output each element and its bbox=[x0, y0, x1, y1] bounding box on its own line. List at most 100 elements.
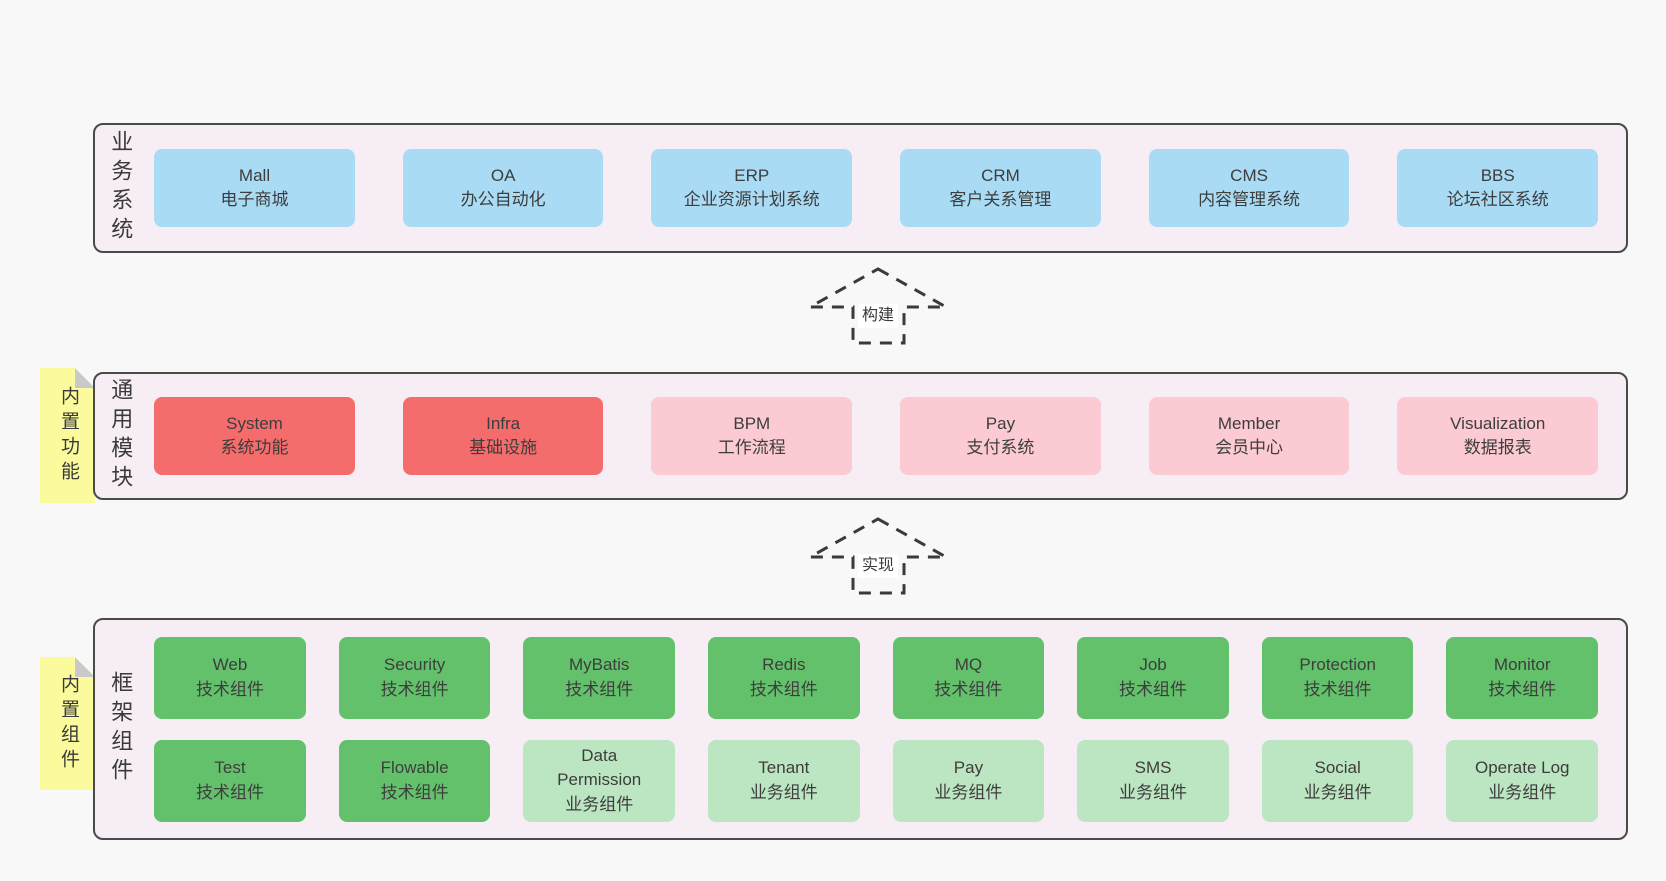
band-content: Mall 电子商城 OA 办公自动化 ERP 企业资源计划系统 CRM 客户关系… bbox=[142, 125, 1626, 251]
component-box-tenant: Tenant 业务组件 bbox=[708, 739, 860, 822]
system-box-oa: OA 办公自动化 bbox=[402, 149, 604, 227]
component-box-mq: MQ 技术组件 bbox=[892, 636, 1045, 719]
box-subtitle: 技术组件 bbox=[934, 679, 1003, 699]
module-box-member: Member 会员中心 bbox=[1148, 397, 1350, 475]
box-title: Member bbox=[1217, 413, 1281, 433]
component-box-protection: Protection 技术组件 bbox=[1261, 636, 1414, 719]
box-subtitle: 企业资源计划系统 bbox=[683, 190, 820, 209]
box-title: MQ bbox=[954, 655, 983, 675]
box-subtitle: 技术组件 bbox=[195, 679, 264, 699]
box-title: Protection bbox=[1299, 655, 1376, 675]
band-label-business-systems: 业务系统 bbox=[108, 130, 134, 246]
box-title: Security bbox=[383, 655, 446, 675]
sticky-label: 内置组件 bbox=[57, 673, 79, 774]
component-box-operate-log: Operate Log 业务组件 bbox=[1446, 739, 1599, 822]
box-subtitle: 技术组件 bbox=[1488, 679, 1557, 699]
box-subtitle: 内容管理系统 bbox=[1198, 190, 1301, 209]
folded-corner bbox=[75, 368, 95, 388]
box-title: System bbox=[226, 413, 283, 433]
box-subtitle: 技术组件 bbox=[749, 679, 818, 699]
component-box-monitor: Monitor 技术组件 bbox=[1446, 636, 1599, 719]
box-subtitle: 工作流程 bbox=[717, 438, 786, 457]
component-box-redis: Redis 技术组件 bbox=[708, 636, 860, 719]
component-box-test: Test 技术组件 bbox=[154, 739, 306, 822]
box-title: MyBatis bbox=[568, 655, 630, 675]
up-arrow-icon bbox=[807, 267, 949, 345]
component-box-web: Web 技术组件 bbox=[154, 636, 306, 719]
box-subtitle: 业务组件 bbox=[934, 782, 1003, 802]
band-content: Web 技术组件 Security 技术组件 MyBatis 技术组件 Redi… bbox=[142, 620, 1626, 838]
box-title: CMS bbox=[1230, 165, 1268, 185]
box-subtitle: 业务组件 bbox=[565, 794, 634, 814]
box-subtitle: 技术组件 bbox=[195, 782, 264, 802]
box-subtitle: 支付系统 bbox=[966, 438, 1035, 457]
box-title: OA bbox=[490, 165, 516, 185]
box-title: BPM bbox=[733, 413, 771, 433]
box-subtitle: 技术组件 bbox=[380, 782, 449, 802]
system-box-bbs: BBS 论坛社区系统 bbox=[1397, 149, 1599, 227]
box-title: BBS bbox=[1480, 165, 1515, 185]
component-box-social: Social 业务组件 bbox=[1261, 739, 1414, 822]
arrow-label-build: 构建 bbox=[857, 304, 899, 329]
component-box-pay: Pay 业务组件 bbox=[892, 739, 1045, 822]
box-title: Test bbox=[214, 758, 246, 778]
box-title: CRM bbox=[981, 165, 1020, 185]
dashed-up-arrow-implement: 实现 bbox=[807, 516, 949, 596]
band-common-modules: 通用模块 System 系统功能 Infra 基础设施 BPM 工作流程 Pay… bbox=[93, 372, 1628, 500]
sticky-note-builtin-functions: 内置功能 bbox=[40, 368, 95, 503]
box-subtitle: 会员中心 bbox=[1215, 438, 1284, 457]
dashed-up-arrow-build: 构建 bbox=[807, 266, 949, 346]
box-title: Pay bbox=[985, 413, 1016, 433]
component-row-2: Test 技术组件 Flowable 技术组件 Data Permission … bbox=[154, 739, 1599, 822]
arrow-label-implement: 实现 bbox=[857, 554, 899, 579]
box-subtitle: 系统功能 bbox=[220, 438, 289, 457]
sticky-note-builtin-components: 内置组件 bbox=[40, 657, 95, 790]
up-arrow-icon bbox=[807, 517, 949, 595]
box-title: Operate Log bbox=[1475, 758, 1570, 778]
box-title: ERP bbox=[734, 165, 770, 185]
system-box-mall: Mall 电子商城 bbox=[154, 149, 355, 227]
band-label-framework-components: 框架组件 bbox=[108, 671, 134, 787]
box-subtitle: 业务组件 bbox=[1303, 782, 1372, 802]
box-title: Flowable bbox=[380, 758, 449, 778]
component-row-1: Web 技术组件 Security 技术组件 MyBatis 技术组件 Redi… bbox=[154, 636, 1599, 719]
box-title: Pay bbox=[953, 758, 984, 778]
box-title: SMS bbox=[1134, 758, 1172, 778]
box-subtitle: 办公自动化 bbox=[460, 190, 546, 209]
band-business-systems: 业务系统 Mall 电子商城 OA 办公自动化 ERP 企业资源计划系统 CRM… bbox=[93, 123, 1628, 253]
module-box-visualization: Visualization 数据报表 bbox=[1397, 397, 1599, 475]
component-box-flowable: Flowable 技术组件 bbox=[338, 739, 491, 822]
box-title: Redis bbox=[762, 655, 806, 675]
box-subtitle: 业务组件 bbox=[1488, 782, 1557, 802]
box-title: Tenant bbox=[758, 758, 810, 778]
system-box-cms: CMS 内容管理系统 bbox=[1148, 149, 1350, 227]
system-box-erp: ERP 企业资源计划系统 bbox=[651, 149, 853, 227]
box-title: Web bbox=[212, 655, 248, 675]
component-box-sms: SMS 业务组件 bbox=[1077, 739, 1229, 822]
box-title: Mall bbox=[238, 165, 271, 185]
module-box-infra: Infra 基础设施 bbox=[402, 397, 604, 475]
band-label-common-modules: 通用模块 bbox=[108, 378, 134, 494]
box-title: Data Permission bbox=[557, 746, 642, 790]
component-box-security: Security 技术组件 bbox=[338, 636, 491, 719]
box-subtitle: 数据报表 bbox=[1463, 438, 1532, 457]
box-subtitle: 技术组件 bbox=[1303, 679, 1372, 699]
module-box-bpm: BPM 工作流程 bbox=[651, 397, 853, 475]
box-title: Infra bbox=[486, 413, 521, 433]
component-box-data-permission: Data Permission 业务组件 bbox=[523, 739, 676, 822]
box-subtitle: 业务组件 bbox=[1119, 782, 1188, 802]
folded-corner bbox=[75, 657, 95, 677]
system-box-crm: CRM 客户关系管理 bbox=[900, 149, 1101, 227]
box-subtitle: 论坛社区系统 bbox=[1446, 190, 1549, 209]
box-title: Social bbox=[1314, 758, 1361, 778]
box-title: Monitor bbox=[1493, 655, 1551, 675]
band-content: System 系统功能 Infra 基础设施 BPM 工作流程 Pay 支付系统… bbox=[142, 374, 1626, 498]
box-subtitle: 客户关系管理 bbox=[949, 190, 1052, 209]
box-subtitle: 技术组件 bbox=[565, 679, 634, 699]
box-title: Visualization bbox=[1450, 413, 1546, 433]
box-subtitle: 电子商城 bbox=[220, 190, 289, 209]
component-box-job: Job 技术组件 bbox=[1077, 636, 1229, 719]
sticky-label: 内置功能 bbox=[57, 385, 79, 486]
module-box-system: System 系统功能 bbox=[154, 397, 355, 475]
